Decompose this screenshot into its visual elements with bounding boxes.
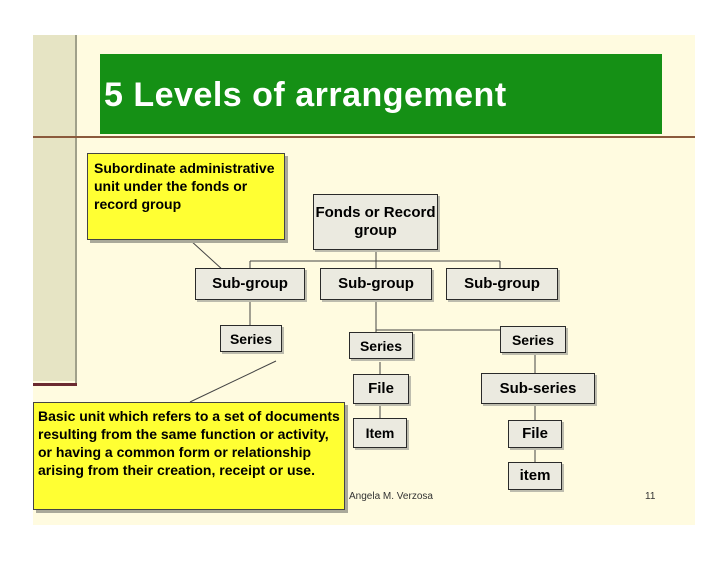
node-fonds: Fonds or Record group — [313, 194, 438, 250]
note-subgroup-definition: Subordinate administrative unit under th… — [87, 153, 285, 240]
node-item-2: item — [508, 462, 562, 490]
node-file-2: File — [508, 420, 562, 448]
title-bar — [100, 54, 662, 134]
node-series-1: Series — [220, 325, 282, 352]
side-decor-accent — [33, 383, 77, 386]
side-decor-bar — [33, 35, 77, 381]
node-series-2: Series — [349, 332, 413, 359]
node-subseries: Sub-series — [481, 373, 595, 404]
node-file-1: File — [353, 374, 409, 404]
horizontal-rule — [33, 136, 695, 138]
node-series-3: Series — [500, 326, 566, 353]
footer-author: Angela M. Verzosa — [349, 491, 433, 502]
node-item-1: Item — [353, 418, 407, 448]
note-series-definition: Basic unit which refers to a set of docu… — [33, 402, 345, 510]
node-subgroup-1: Sub-group — [195, 268, 305, 300]
footer-page-number: 11 — [645, 491, 656, 502]
slide-title: 5 Levels of arrangement — [104, 76, 507, 114]
node-subgroup-2: Sub-group — [320, 268, 432, 300]
vertical-rule — [75, 35, 77, 385]
node-subgroup-3: Sub-group — [446, 268, 558, 300]
